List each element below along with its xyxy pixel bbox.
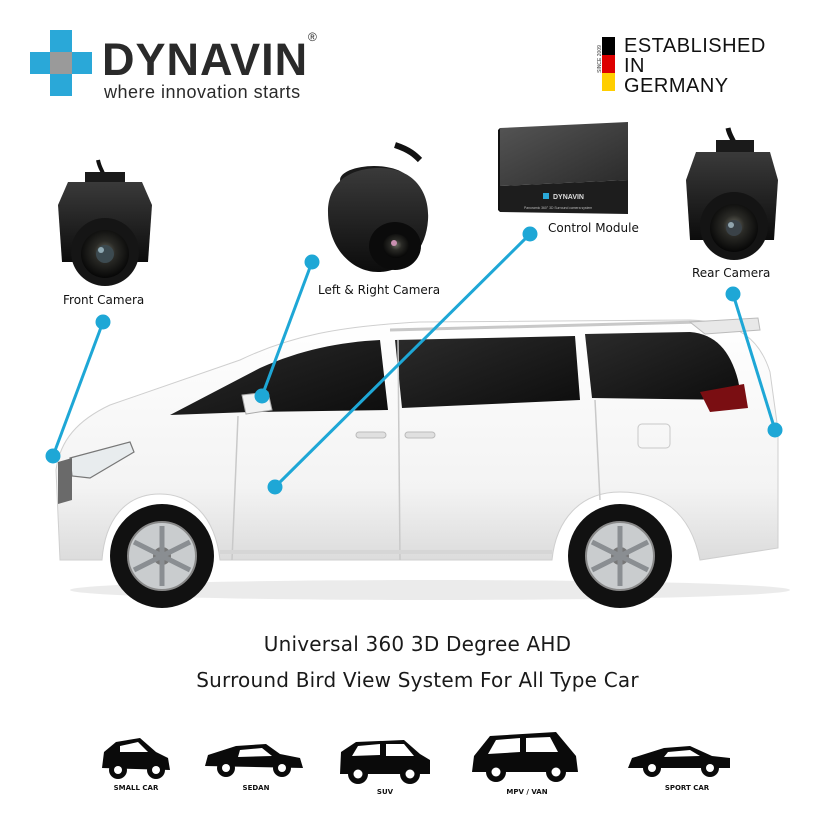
car-type-label: MPV / VAN <box>506 788 548 796</box>
module-desc-text: Panoramic 360° 3D Surround camera system <box>524 206 592 210</box>
car-type-label: SUV <box>376 788 394 796</box>
suv-icon <box>340 740 430 784</box>
headline-line-2: Surround Bird View System For All Type C… <box>196 668 639 692</box>
mpv-van-icon <box>472 732 578 782</box>
car-type-sedan: SEDAN <box>226 782 286 792</box>
rear-camera-icon <box>686 127 778 260</box>
brand-logo: DYNAVIN ® where innovation starts <box>30 30 330 102</box>
car-type-label: SEDAN <box>242 784 270 792</box>
connector-lines <box>45 226 783 495</box>
car-type-label: SMALL CAR <box>113 784 159 792</box>
established-line-3: GERMANY <box>624 75 729 97</box>
front-camera-label: Front Camera <box>63 293 145 307</box>
small-car-icon <box>102 738 170 779</box>
sedan-icon <box>205 744 303 777</box>
brand-name: DYNAVIN <box>102 34 309 85</box>
car-type-mpv: MPV / VAN <box>492 786 562 796</box>
side-camera-icon <box>328 142 429 272</box>
brand-tagline: where innovation starts <box>104 82 301 102</box>
front-camera-icon <box>58 159 152 286</box>
control-module-label: Control Module <box>548 221 639 235</box>
dynavin-cross-icon <box>30 30 92 96</box>
german-flag-icon <box>602 37 615 91</box>
headline-line-1: Universal 360 3D Degree AHD <box>263 632 572 656</box>
control-module-icon: DYNAVIN Panoramic 360° 3D Surround camer… <box>498 122 628 214</box>
sport-car-icon <box>628 746 730 777</box>
rear-wheel <box>568 504 672 608</box>
rear-camera-label: Rear Camera <box>692 266 771 280</box>
car-type-small: SMALL CAR <box>106 782 166 792</box>
car-type-label: SPORT CAR <box>664 784 710 792</box>
registered-mark: ® <box>308 30 317 44</box>
car-type-sport: SPORT CAR <box>652 782 722 792</box>
van-image <box>55 317 790 608</box>
car-type-suv: SUV <box>355 786 415 796</box>
module-brand-text: DYNAVIN <box>553 194 584 201</box>
established-badge: SINCE 2009 ESTABLISHED IN GERMANY <box>596 34 806 98</box>
established-line-1: ESTABLISHED <box>624 35 766 57</box>
front-wheel <box>110 504 214 608</box>
established-line-2: IN <box>624 55 645 77</box>
side-camera-label: Left & Right Camera <box>318 283 441 297</box>
